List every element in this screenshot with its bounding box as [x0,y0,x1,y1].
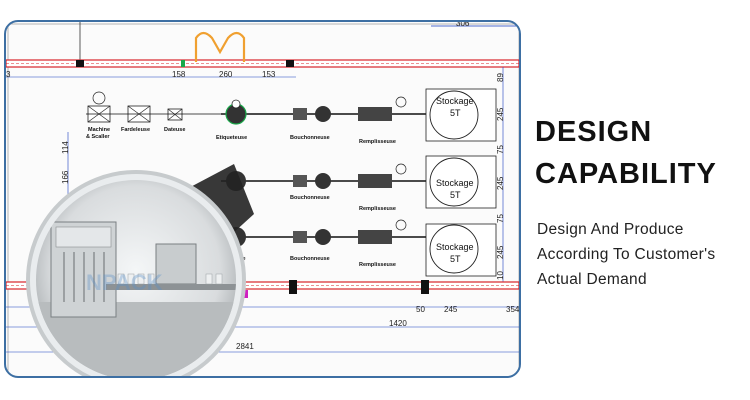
svg-text:Etiqueteuse: Etiqueteuse [216,135,247,141]
factory-layout-drawing: 306 3 158 260 153 89 245 75 245 75 245 1… [6,22,520,376]
dim-245-b: 245 [496,176,505,190]
dim-260: 260 [219,70,233,79]
headline-capability: CAPABILITY [535,158,717,190]
line-3-machines: euse Bouchonneuse Remplisseuse Stockage … [226,219,497,277]
svg-text:Stockage: Stockage [436,96,474,106]
dim-89: 89 [496,73,505,82]
svg-text:Remplisseuse: Remplisseuse [359,206,396,212]
svg-text:5T: 5T [450,190,461,200]
description-line-1: Design And Produce [537,221,684,238]
layout-drawing-frame: 306 3 158 260 153 89 245 75 245 75 245 1… [4,20,521,378]
dim-75-a: 75 [496,145,505,154]
svg-text:Dateuse: Dateuse [164,127,185,133]
dim-245-d: 245 [444,305,458,314]
magnifier-pointer [181,164,254,244]
dim-158: 158 [172,70,186,79]
line-1-machines: Etiqueteuse Bouchonneuse Remplisseuse St… [216,88,497,145]
svg-text:Fardeleuse: Fardeleuse [121,127,150,133]
dim-354: 354 [506,305,520,314]
description: Design And Produce According To Customer… [537,217,750,292]
dim-114: 114 [61,141,70,154]
dim-245-a: 245 [496,107,505,121]
svg-text:& Scaller: & Scaller [86,134,110,140]
svg-text:Remplisseuse: Remplisseuse [359,262,396,268]
chute [194,31,246,62]
dim-2841: 2841 [236,342,254,351]
dim-3: 3 [6,70,11,79]
fardeleuse: Fardeleuse [121,105,151,133]
dim-50: 50 [416,305,425,314]
svg-text:5T: 5T [450,108,461,118]
machine-scaller: Machine & Scaller [86,91,110,140]
svg-text:Stockage: Stockage [436,178,474,188]
dim-153: 153 [262,70,276,79]
svg-text:Stockage: Stockage [436,242,474,252]
watermark-npack: NPACK [86,270,163,295]
svg-text:Bouchonneuse: Bouchonneuse [290,195,330,201]
description-line-3: Actual Demand [537,271,647,288]
dim-245-c: 245 [496,245,505,259]
svg-text:5T: 5T [450,254,461,264]
line-2-machines: Bouchonneuse Remplisseuse Stockage 5T [226,155,497,212]
headline-design: DESIGN [535,116,653,148]
svg-text:Bouchonneuse: Bouchonneuse [290,256,330,262]
dim-1420: 1420 [389,319,407,328]
svg-text:Bouchonneuse: Bouchonneuse [290,135,330,141]
svg-text:Remplisseuse: Remplisseuse [359,139,396,145]
dim-75-b: 75 [496,214,505,223]
drawing-border [7,23,519,376]
description-line-2: According To Customer's [537,246,716,263]
dim-166: 166 [61,170,70,184]
dim-306: 306 [456,22,470,28]
dim-10: 10 [496,271,505,280]
svg-text:Machine: Machine [88,127,110,133]
dateuse: Dateuse [164,108,185,133]
